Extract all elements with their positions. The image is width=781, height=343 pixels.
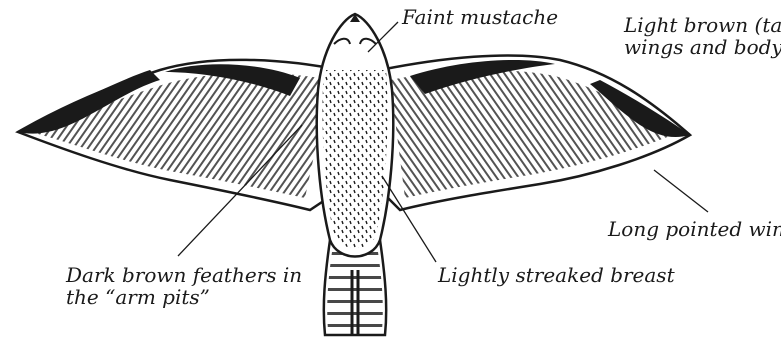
label-long-pointed-wings: Long pointed wings	[608, 218, 781, 240]
label-wings-body-line2: wings and body	[624, 36, 781, 58]
body	[317, 14, 394, 257]
leader-long-wings	[654, 170, 708, 212]
label-arm-pits-line2: the “arm pits”	[66, 286, 302, 308]
label-arm-pits: Dark brown feathers in the “arm pits”	[66, 264, 302, 308]
label-lightly-streaked-breast: Lightly streaked breast	[438, 264, 675, 286]
label-wings-body-line1: Light brown (tan)	[624, 14, 781, 36]
label-arm-pits-line1: Dark brown feathers in	[66, 264, 302, 286]
label-faint-mustache: Faint mustache	[402, 6, 558, 28]
left-wing	[18, 60, 340, 210]
label-wings-body: Light brown (tan) wings and body	[624, 14, 781, 58]
right-wing	[380, 55, 690, 210]
